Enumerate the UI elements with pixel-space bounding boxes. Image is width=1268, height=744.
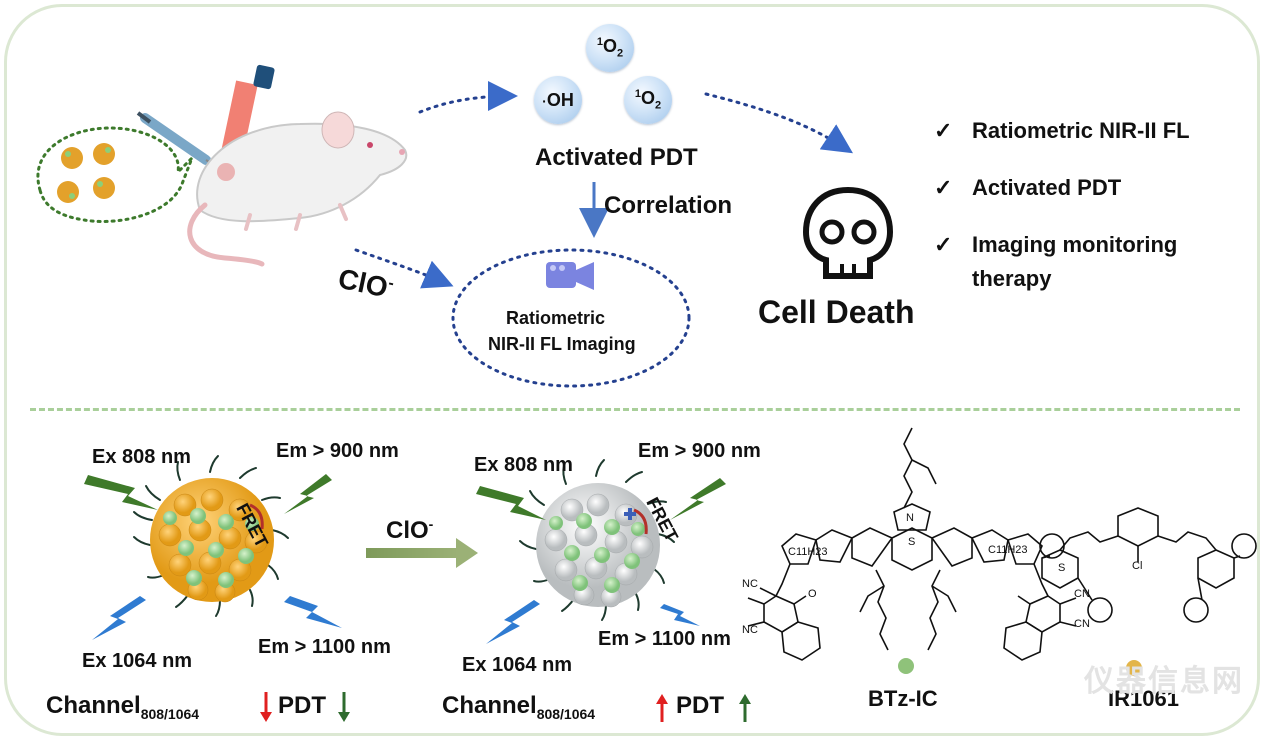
btz-alkyl-left: C11H23: [788, 546, 828, 558]
ir-sulfur: S: [1058, 562, 1066, 574]
right-pdt-label: PDT: [676, 692, 724, 719]
nanoparticle-left: [133, 455, 289, 617]
left-em1100-label: Em > 1100 nm: [258, 636, 391, 658]
right-channel-label: Channel808/1064: [442, 692, 596, 722]
channel-up-arrow-right: [656, 694, 668, 722]
nanoparticle-right: [519, 459, 675, 621]
check-icon: ✓: [934, 175, 953, 200]
imaging-ellipse: [451, 248, 691, 388]
ir1061-label: IR1061: [1108, 686, 1179, 711]
right-em1100-label: Em > 1100 nm: [598, 628, 731, 650]
left-ex808-label: Ex 808 nm: [92, 446, 191, 468]
feature-item-3: Imaging monitoring: [972, 232, 1178, 257]
feature-item-1: Ratiometric NIR-II FL: [972, 118, 1190, 143]
ir1061-dot: [1126, 660, 1142, 676]
section-divider: [30, 408, 1240, 411]
left-pdt-label: PDT: [278, 692, 326, 719]
btz-ic-label: BTz-IC: [868, 686, 938, 711]
right-ex808-label: Ex 808 nm: [474, 454, 573, 476]
outer-frame: [4, 4, 1260, 736]
lightning-ex808-left: [84, 475, 158, 510]
camera-icon: [546, 262, 594, 290]
arrow-to-ros: [418, 81, 518, 114]
btz-sulfur: S: [908, 536, 916, 548]
pdt-down-arrow-left: [338, 692, 350, 722]
skull-icon: [802, 186, 894, 279]
right-em900-label: Em > 900 nm: [638, 440, 761, 462]
btz-oxygen: O: [808, 588, 817, 600]
check-icon: ✓: [934, 232, 953, 257]
mouse-illustration: [187, 111, 408, 267]
lightning-ex1064-right: [486, 600, 540, 644]
lightning-em900-left: [284, 474, 332, 514]
lightning-em1100-left: [284, 596, 342, 628]
left-channel-label: Channel808/1064: [46, 692, 200, 722]
ir1061-structure: [1039, 507, 1257, 623]
btz-ic-dot: [898, 658, 914, 674]
lightning-ex1064-left: [92, 596, 146, 640]
lightning-em900-right: [670, 478, 726, 520]
ir-chlorine: Cl: [1132, 560, 1143, 572]
singlet-oxygen-bubble-right: 1O2: [624, 76, 672, 124]
hydroxyl-radical-bubble: ·OH: [534, 76, 582, 124]
btz-nitrogen: N: [906, 512, 914, 524]
left-em900-label: Em > 900 nm: [276, 440, 399, 462]
feature-item-3-cont: therapy: [972, 266, 1052, 291]
laser-illustration: [219, 64, 275, 162]
correlation-label: Correlation: [604, 192, 733, 219]
singlet-oxygen-bubble-top: 1O2: [586, 24, 634, 72]
arrow-to-cell-death: [704, 92, 854, 154]
btz-cn-4: CN: [1074, 618, 1090, 630]
btz-cn-1: NC: [742, 578, 758, 590]
imaging-label-line2: NIR-II FL Imaging: [488, 334, 636, 354]
check-icon: ✓: [934, 118, 953, 143]
watermark-text: 仪器信息网: [1084, 665, 1244, 698]
btz-cn-3: CN: [1074, 588, 1090, 600]
lightning-em1100-right: [660, 604, 700, 626]
cell-death-label: Cell Death: [758, 294, 915, 330]
imaging-label-line1: Ratiometric: [506, 308, 606, 328]
btz-cn-2: NC: [742, 624, 758, 636]
lightning-ex808-right: [476, 486, 546, 520]
clo-arrow-label: ClO-: [386, 516, 434, 544]
btz-alkyl-right: C11H23: [988, 544, 1028, 556]
nanoparticle-bubble: [36, 126, 194, 223]
clo-reaction-arrow: [366, 538, 478, 568]
feature-item-2: Activated PDT: [972, 175, 1122, 200]
left-ex1064-label: Ex 1064 nm: [82, 650, 193, 672]
btz-ic-structure: [747, 427, 1077, 661]
right-ex1064-label: Ex 1064 nm: [462, 654, 573, 676]
arrow-clo-to-imaging: [354, 248, 454, 289]
activated-pdt-label: Activated PDT: [535, 144, 698, 171]
channel-down-arrow-left: [260, 692, 272, 722]
pdt-up-arrow-right: [739, 694, 751, 722]
